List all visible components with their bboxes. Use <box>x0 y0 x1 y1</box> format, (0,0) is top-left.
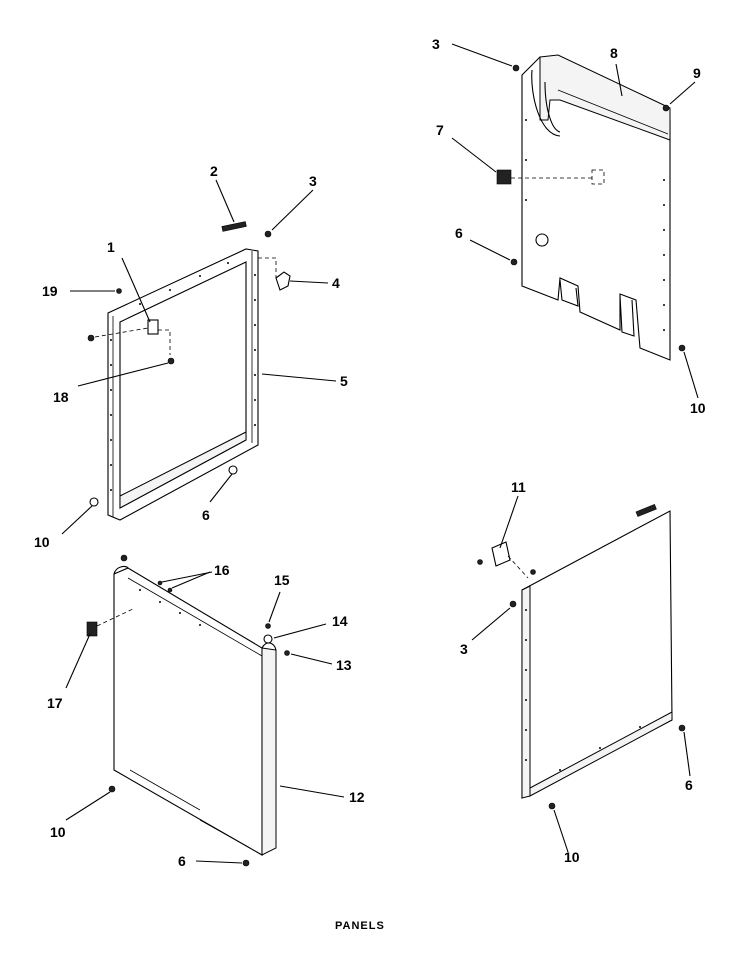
part-3-screw-side <box>509 600 517 608</box>
callout-6: 6 <box>202 507 210 523</box>
callout-11: 11 <box>511 479 526 495</box>
front-panel-assembly <box>86 554 290 867</box>
part-15-screw <box>265 623 271 629</box>
part-16-screw-b <box>167 587 173 593</box>
part-2-strip <box>221 221 247 232</box>
part-3-screw-rear <box>512 64 520 72</box>
part-10-screw-rear <box>678 344 686 352</box>
part-19-screw <box>116 288 122 294</box>
frame-holes <box>110 262 256 491</box>
rear-panel-hole <box>535 233 549 247</box>
front-panel-side-flange <box>261 647 277 856</box>
part-13-screw <box>284 650 290 656</box>
part-6-screw-side <box>678 724 686 732</box>
part-16-screw-a <box>157 580 163 586</box>
callout-2: 2 <box>210 163 218 179</box>
callout-10: 10 <box>564 849 580 865</box>
callout-14: 14 <box>332 613 348 629</box>
side-panel-left-flange <box>521 585 531 799</box>
rear-panel-top-channel <box>539 54 671 141</box>
callout-1: 1 <box>107 239 115 255</box>
rear-panel-assembly <box>496 54 686 361</box>
callout-labels: 1 2 3 4 5 6 10 19 18 3 8 9 7 6 10 11 3 6… <box>34 36 706 869</box>
callout-3: 3 <box>460 641 468 657</box>
side-panel-assembly <box>477 504 686 810</box>
part-9-screw <box>662 104 670 112</box>
part-6-screw-front <box>242 859 250 867</box>
callout-15: 15 <box>274 572 290 588</box>
part-18-screw <box>167 357 175 365</box>
callout-17: 17 <box>47 695 63 711</box>
part-17-hinge <box>86 621 98 637</box>
front-top-screw <box>120 554 128 562</box>
callout-18: 18 <box>53 389 69 405</box>
callout-19: 19 <box>42 283 58 299</box>
callout-7: 7 <box>436 122 444 138</box>
callout-16: 16 <box>214 562 230 578</box>
part-6-screw-rear <box>510 258 518 266</box>
leader-lines <box>61 43 699 864</box>
callout-12: 12 <box>349 789 365 805</box>
callout-6: 6 <box>178 853 186 869</box>
part-7-spring <box>496 169 512 185</box>
callout-10: 10 <box>34 534 50 550</box>
diagram-caption: PANELS <box>335 920 385 932</box>
front-panel <box>113 567 263 856</box>
part-6-clip <box>228 465 238 475</box>
part-11-screw-a <box>477 559 483 565</box>
callout-10: 10 <box>50 824 66 840</box>
part-10-screw-side <box>548 802 556 810</box>
part-3-screw <box>264 230 272 238</box>
rear-panel <box>521 56 671 361</box>
part-10-screw-front <box>108 785 116 793</box>
callout-3: 3 <box>309 173 317 189</box>
frame-side-screw <box>87 334 95 342</box>
part-14-washer <box>263 634 273 644</box>
frame-panel-assembly <box>87 221 291 521</box>
callout-10: 10 <box>690 400 706 416</box>
rear-panel-holes <box>525 119 665 331</box>
callout-4: 4 <box>332 275 340 291</box>
part-1-bracket <box>147 319 159 335</box>
callout-5: 5 <box>340 373 348 389</box>
part-4-clip <box>275 271 291 291</box>
callout-3: 3 <box>432 36 440 52</box>
part-10-clip <box>89 497 99 507</box>
side-panel-top-spring <box>635 504 657 517</box>
callout-9: 9 <box>693 65 701 81</box>
callout-6: 6 <box>685 777 693 793</box>
callout-6: 6 <box>455 225 463 241</box>
side-panel-bottom-flange <box>529 711 673 797</box>
callout-13: 13 <box>336 657 352 673</box>
part-11-screw-b <box>530 569 536 575</box>
callout-8: 8 <box>610 45 618 61</box>
